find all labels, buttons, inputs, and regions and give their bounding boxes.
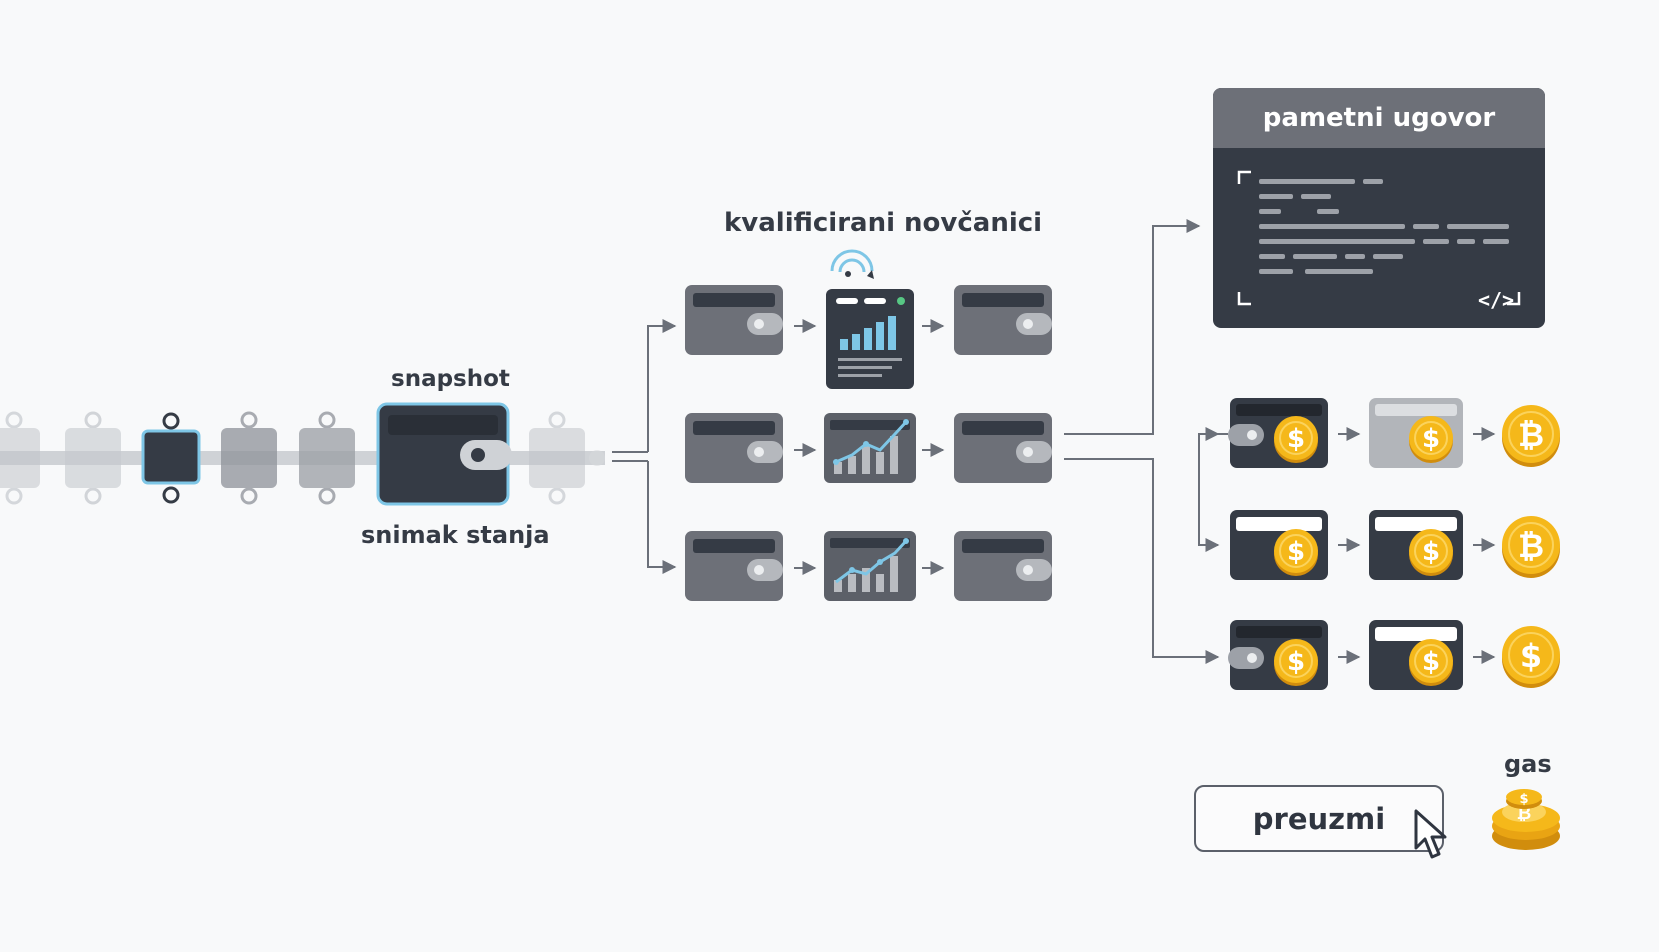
code-lines bbox=[1259, 179, 1509, 274]
chain-block bbox=[0, 411, 40, 505]
smart-contract-title: pametni ugovor bbox=[1262, 103, 1496, 133]
wallet-icon bbox=[685, 413, 783, 483]
dollar-coin-icon: $ bbox=[1273, 528, 1319, 577]
svg-text:$: $ bbox=[1520, 637, 1542, 675]
wallet-icon bbox=[954, 413, 1052, 483]
bracket-icon bbox=[1507, 292, 1521, 306]
mouse-cursor-icon bbox=[1414, 809, 1447, 859]
svg-text:₿: ₿ bbox=[1518, 416, 1544, 454]
dollar-coin-icon: $ bbox=[1273, 415, 1319, 464]
wallet-icon bbox=[685, 531, 783, 601]
svg-text:₿: ₿ bbox=[1518, 527, 1544, 565]
svg-text:$: $ bbox=[1422, 537, 1440, 567]
chain-block bbox=[299, 411, 355, 505]
connector-wallets-to-contract bbox=[1064, 219, 1228, 664]
smart-contract-panel: </> bbox=[1213, 88, 1545, 328]
chain-block bbox=[529, 411, 605, 505]
snapshot-wallet-icon bbox=[376, 402, 512, 506]
snapshot-label: snapshot bbox=[391, 366, 510, 392]
dollar-coin-icon: $ bbox=[1273, 638, 1319, 687]
dollar-coin-icon: $ bbox=[1408, 638, 1454, 687]
wallet-icon bbox=[685, 285, 783, 355]
dollar-coin-icon: $ bbox=[1502, 626, 1560, 688]
qualified-wallets bbox=[685, 249, 1052, 601]
snapshot-sub-label: snimak stanja bbox=[361, 521, 550, 549]
blockchain-chain bbox=[0, 402, 605, 506]
bitcoin-coin-icon: ₿ bbox=[1502, 405, 1560, 467]
dollar-coin-icon: $ bbox=[1408, 528, 1454, 577]
qualified-wallets-label: kvalificirani novčanici bbox=[724, 208, 1043, 238]
chain-block bbox=[221, 411, 277, 505]
connector-chain-to-wallets bbox=[612, 319, 677, 574]
svg-text:$: $ bbox=[1422, 647, 1440, 677]
wallet-icon bbox=[954, 531, 1052, 601]
growth-chart-icon bbox=[824, 531, 916, 601]
dollar-coin-icon: $ bbox=[1408, 415, 1454, 464]
gas-label: gas bbox=[1504, 750, 1552, 778]
chain-block bbox=[65, 411, 121, 505]
distribution-rows: $ $ ₿ $ bbox=[1228, 398, 1560, 690]
svg-text:$: $ bbox=[1519, 792, 1528, 807]
code-tag-icon: </> bbox=[1478, 288, 1514, 312]
svg-text:$: $ bbox=[1422, 424, 1440, 454]
monitor-icon bbox=[826, 249, 914, 389]
svg-text:$: $ bbox=[1287, 647, 1305, 677]
signal-icon bbox=[830, 249, 874, 272]
wallet-icon bbox=[954, 285, 1052, 355]
gas-coin-stack-icon: ₿ $ bbox=[1492, 789, 1560, 850]
chain-block-active bbox=[141, 412, 201, 504]
claim-button[interactable]: preuzmi bbox=[1194, 785, 1444, 852]
svg-text:$: $ bbox=[1287, 424, 1305, 454]
bracket-icon bbox=[1237, 292, 1251, 306]
bracket-icon bbox=[1237, 170, 1251, 184]
svg-text:$: $ bbox=[1287, 537, 1305, 567]
bitcoin-coin-icon: ₿ bbox=[1502, 516, 1560, 578]
growth-chart-icon bbox=[824, 413, 916, 483]
